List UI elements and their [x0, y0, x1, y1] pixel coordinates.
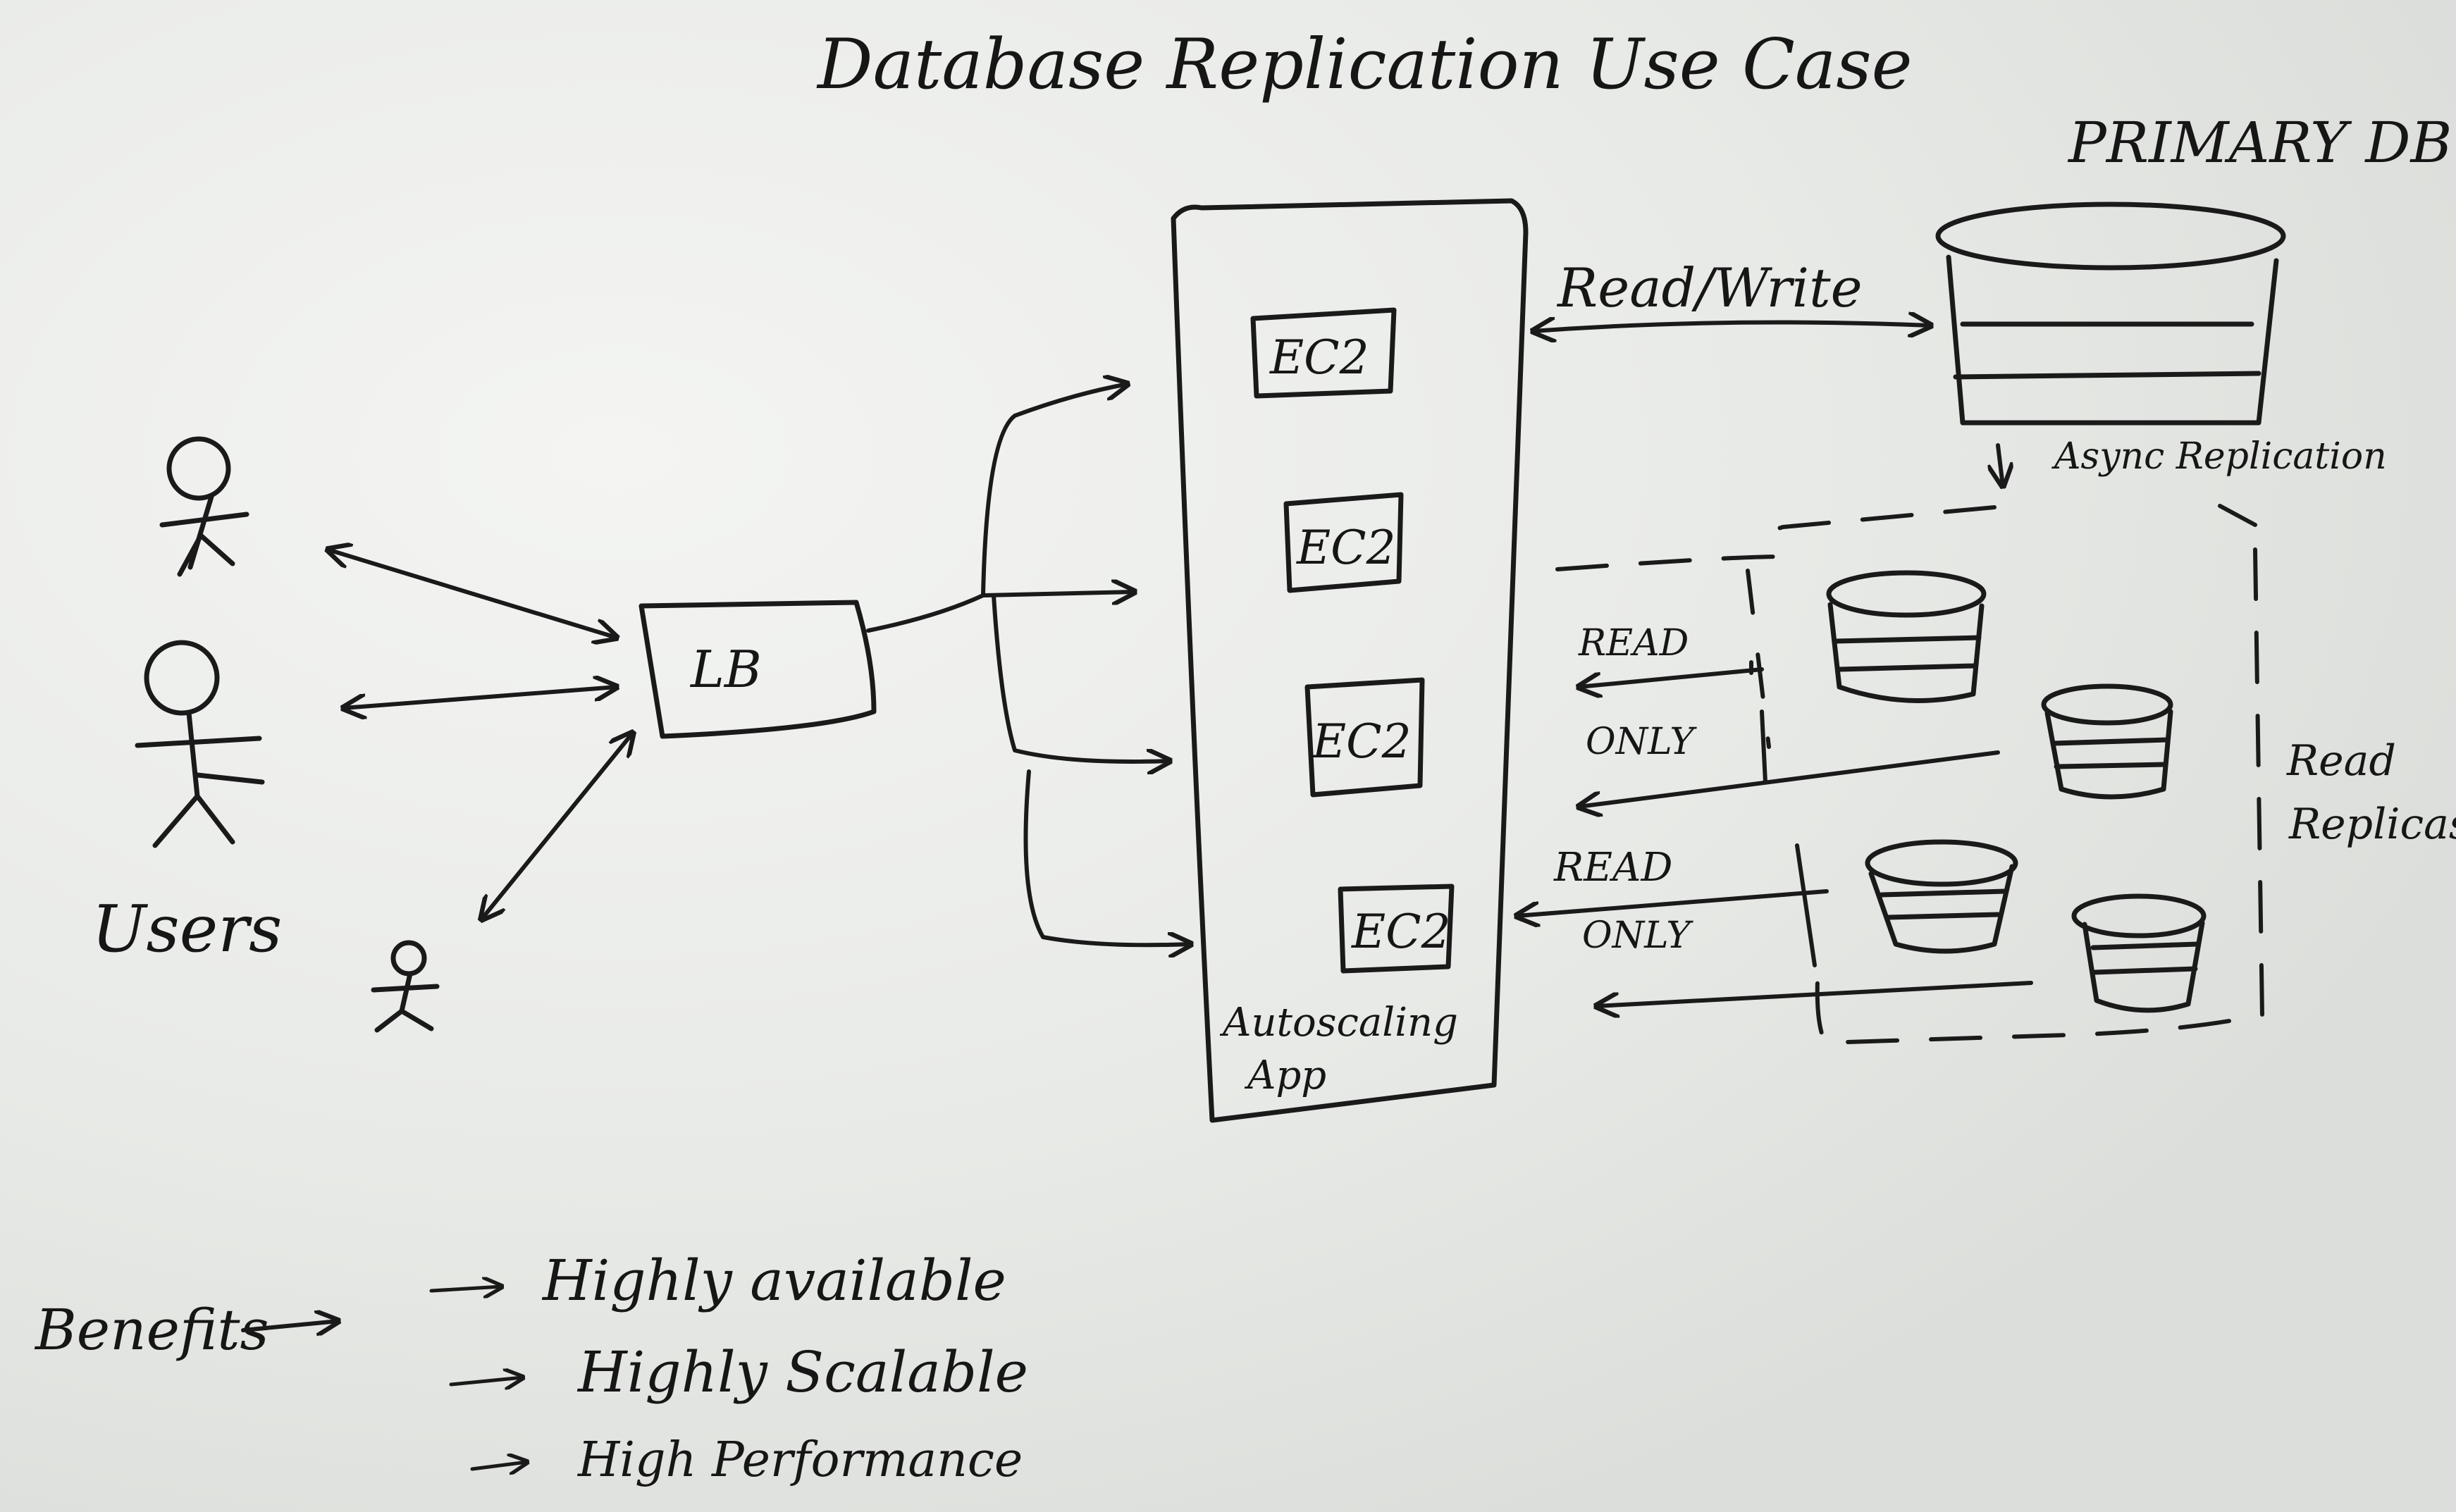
- lb-label: LB: [689, 640, 762, 699]
- ec2-instance-2: EC2: [1283, 492, 1404, 593]
- autoscaling-app-label-line1: Autoscaling: [1219, 1000, 1458, 1046]
- read-replica-db-2: [2041, 683, 2173, 800]
- user-icon-3: [371, 940, 440, 1033]
- benefits-section: Benefits Highly available Highly Scalabl…: [34, 1248, 1028, 1488]
- primary-db-label: PRIMARY DB: [2067, 110, 2452, 175]
- lb-app-arrows: [866, 384, 1191, 945]
- read-only-label-1-line2: ONLY: [1586, 721, 1697, 763]
- read-only-label-2-line2: ONLY: [1582, 915, 1693, 957]
- diagram-title: Database Replication Use Case: [816, 25, 1913, 105]
- primary-db: PRIMARY DB: [1935, 110, 2452, 426]
- user-icon-1: [159, 436, 249, 577]
- read-replicas-label-line1: Read: [2286, 736, 2396, 786]
- ec2-instance-4-label: EC2: [1351, 905, 1451, 959]
- load-balancer: LB: [638, 600, 877, 739]
- ec2-instance-4: EC2: [1338, 884, 1455, 974]
- read-replica-db-4: [2071, 893, 2207, 1013]
- ec2-instance-3-label: EC2: [1312, 714, 1412, 769]
- ec2-instance-1: EC2: [1250, 307, 1397, 399]
- read-only-label-1-line1: READ: [1578, 622, 1689, 664]
- read-replica-db-3: [1865, 839, 2018, 954]
- benefit-item-3: High Performance: [576, 1432, 1023, 1488]
- async-replication-label: Async Replication: [2051, 435, 2387, 478]
- benefit-item-2: Highly Scalable: [576, 1339, 1028, 1405]
- ec2-instance-2-label: EC2: [1296, 521, 1396, 575]
- database-icon: [1935, 202, 2286, 426]
- read-replica-db-1: [1826, 570, 1987, 703]
- read-write-connection: Read/Write: [1533, 256, 1931, 331]
- benefit-item-1: Highly available: [541, 1248, 1006, 1313]
- read-only-label-2-line1: READ: [1553, 845, 1672, 891]
- users-label: Users: [92, 891, 282, 967]
- read-write-label: Read/Write: [1556, 256, 1863, 319]
- async-replication: Async Replication: [1998, 435, 2387, 486]
- autoscaling-app-group: EC2 EC2 EC2 EC2 Autoscaling App: [1171, 198, 1529, 1123]
- ec2-instance-3: EC2: [1304, 677, 1425, 798]
- autoscaling-app-label-line2: App: [1244, 1053, 1326, 1098]
- read-replicas-group: Read Replicas: [1555, 504, 2456, 1045]
- read-replicas-label-line2: Replicas: [2288, 800, 2456, 849]
- ec2-instance-1-label: EC2: [1269, 330, 1369, 385]
- user-lb-arrows: [328, 550, 633, 919]
- users-group: [135, 436, 440, 1033]
- benefits-label: Benefits: [34, 1297, 269, 1363]
- read-only-arrows: READ ONLY READ ONLY: [1517, 622, 2033, 1006]
- user-icon-2: [135, 640, 265, 848]
